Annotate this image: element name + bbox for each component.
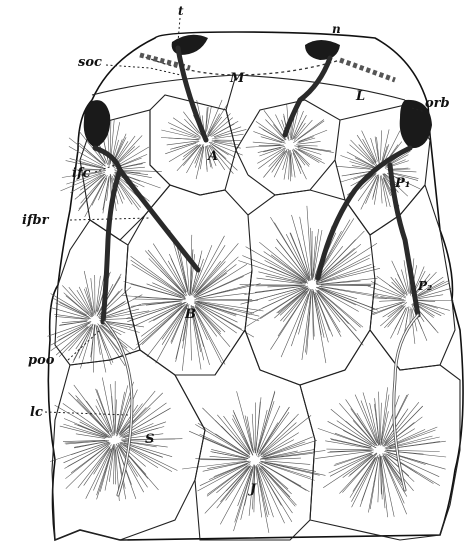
label-poo: poo bbox=[28, 353, 55, 368]
label-S: S bbox=[145, 432, 154, 447]
label-A: A bbox=[206, 149, 218, 164]
label-soc: soc bbox=[78, 55, 102, 70]
label-B: B bbox=[184, 307, 196, 322]
label-M: M bbox=[229, 71, 245, 86]
label-ifc: ifc bbox=[72, 166, 91, 181]
label-orb: orb bbox=[425, 96, 450, 111]
label-ifbr: ifbr bbox=[22, 213, 50, 228]
label-P2: P₂ bbox=[417, 279, 432, 293]
label-lc: lc bbox=[30, 405, 43, 420]
label-L: L bbox=[355, 89, 365, 104]
label-P1: P₁ bbox=[394, 176, 410, 191]
label-t: t bbox=[178, 4, 184, 18]
label-n: n bbox=[332, 22, 341, 36]
